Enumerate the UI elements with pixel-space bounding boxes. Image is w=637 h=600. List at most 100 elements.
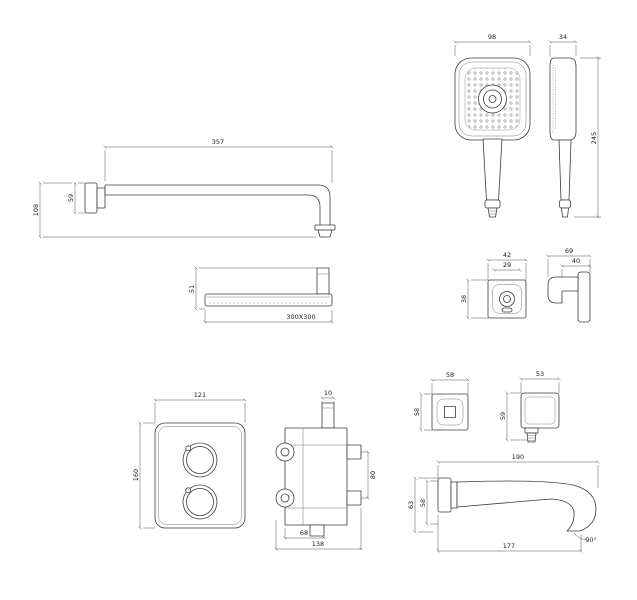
hand-shower-side-tip	[561, 207, 569, 218]
outlet-elbow-body	[487, 279, 527, 319]
hand-shower-side-handle	[558, 139, 572, 201]
dim-valve-offset: 68	[300, 529, 308, 537]
arm-nozzle-nut	[314, 224, 336, 231]
hand-shower-side-view	[549, 57, 577, 218]
dim-wall-elbow-height: 59	[499, 412, 507, 420]
dim-line-escutcheon-width	[430, 378, 470, 394]
dim-hand-shower-width: 98	[488, 33, 496, 41]
wall-elbow-inner-line	[524, 396, 556, 425]
wall-elbow-nipple-ribs	[527, 435, 536, 441]
valve-body-detail-lines	[285, 428, 347, 525]
dim-valve-width: 138	[312, 540, 324, 548]
dim-spout-length: 190	[512, 453, 524, 461]
hand-shower-handle-nut	[484, 199, 501, 209]
spout-angle-arc	[573, 532, 587, 541]
hand-shower-inlet-tip	[487, 207, 498, 218]
bath-spout-drawing: 190 63 58 177 90°	[407, 453, 600, 553]
rain-head-body	[204, 267, 333, 307]
dim-line-holder-inner-depth	[560, 264, 592, 277]
outlet-inner-plate	[492, 284, 522, 314]
escutcheon-drawing: 58 58	[413, 371, 470, 432]
escutcheon-hole	[444, 406, 456, 418]
outlet-plate	[487, 279, 527, 319]
lower-knob	[186, 488, 214, 516]
spout-wall-flange	[437, 477, 452, 513]
valve-bottom-stub	[309, 524, 325, 537]
upper-knob	[186, 446, 214, 474]
dim-rain-height: 51	[188, 285, 196, 293]
dim-escutcheon-width: 58	[446, 371, 454, 379]
wall-elbow-nut	[524, 427, 539, 434]
dim-line-wall-elbow-height	[505, 391, 529, 442]
holder-hook	[547, 276, 579, 304]
escutcheon-plate	[431, 393, 469, 431]
wall-elbow-drawing: 53 59	[499, 370, 561, 443]
dim-line-hand-shower-width	[453, 40, 532, 56]
spout-silhouette	[456, 480, 597, 532]
outlet-port-ring	[499, 291, 515, 307]
wall-elbow-nipple	[526, 432, 537, 443]
dim-line-trim-width	[153, 398, 247, 423]
hand-shower-drawing: 98 34 245	[453, 33, 601, 219]
bath-spout-body	[437, 477, 597, 532]
dim-trim-height: 160	[132, 469, 140, 481]
arm-nozzle-tip	[317, 229, 333, 238]
dim-line-valve-stub	[320, 396, 336, 403]
valve-top-stub	[321, 402, 335, 429]
shower-arm-body	[84, 182, 336, 238]
valve-right-stub-upper	[346, 444, 362, 460]
hand-shower-center-dot	[488, 95, 497, 103]
trim-plate-inner-rim	[158, 426, 242, 525]
valve-main-body	[284, 427, 348, 526]
dim-arm-length: 357	[212, 138, 224, 146]
dim-hand-shower-depth: 34	[559, 33, 567, 41]
dim-spout-height: 63	[407, 501, 415, 509]
dim-line-spout-run	[436, 515, 583, 553]
dim-line-outlet-inner-width	[492, 268, 522, 272]
dim-wall-elbow-width: 53	[536, 370, 544, 378]
dim-escutcheon-height: 58	[413, 408, 421, 416]
dim-line-hand-shower-height	[574, 56, 601, 219]
spout-collar	[450, 481, 458, 509]
lower-knob-ring	[182, 484, 218, 520]
hand-shower-side-nut	[559, 199, 571, 209]
dim-line-rain-size	[203, 310, 334, 324]
hand-shower-head-inner-rim	[458, 61, 527, 137]
shower-holder-body	[547, 271, 591, 323]
dim-line-escutcheon-height	[419, 392, 432, 432]
holder-wall-plate	[577, 271, 591, 323]
escutcheon-body	[431, 393, 469, 431]
valve-left-port-lower-hole	[280, 493, 290, 503]
arm-collar	[96, 187, 106, 209]
dim-line-spout-length	[436, 460, 600, 488]
dim-line-rain-height	[194, 266, 317, 311]
dim-line-spout-body-height	[425, 479, 438, 526]
arm-tube	[104, 184, 331, 225]
dim-spout-angle: 90°	[585, 536, 597, 544]
dim-valve-ports: 80	[369, 471, 377, 479]
dim-line-outlet-height	[466, 278, 488, 320]
dim-line-valve-ports	[350, 450, 370, 500]
wall-elbow-body	[520, 392, 560, 443]
trim-plate-outline	[154, 422, 246, 529]
dim-line-arm-length	[103, 145, 334, 183]
dim-outlet-inner-width: 29	[503, 261, 511, 269]
dim-outlet-width: 42	[503, 251, 511, 259]
dim-hand-shower-height: 245	[590, 132, 598, 144]
hand-shower-center-ring	[483, 89, 502, 109]
escutcheon-inner-rim	[436, 398, 464, 426]
valve-left-port-lower	[275, 488, 295, 508]
rain-head-drawing: 51 300X300	[188, 266, 334, 324]
dim-line-hand-shower-depth	[548, 40, 578, 56]
hand-shower-side-outline	[549, 57, 577, 141]
dim-line-trim-height	[138, 421, 155, 530]
dim-trim-width: 121	[194, 391, 206, 399]
dim-holder-inner-depth: 40	[572, 257, 580, 265]
dim-rain-size: 300X300	[286, 313, 315, 321]
valve-body-shape	[275, 402, 362, 537]
outlet-slot	[501, 307, 513, 313]
hand-shower-handle	[482, 138, 503, 201]
dim-line-spout-height	[413, 476, 438, 534]
rain-head-connector	[316, 267, 330, 295]
